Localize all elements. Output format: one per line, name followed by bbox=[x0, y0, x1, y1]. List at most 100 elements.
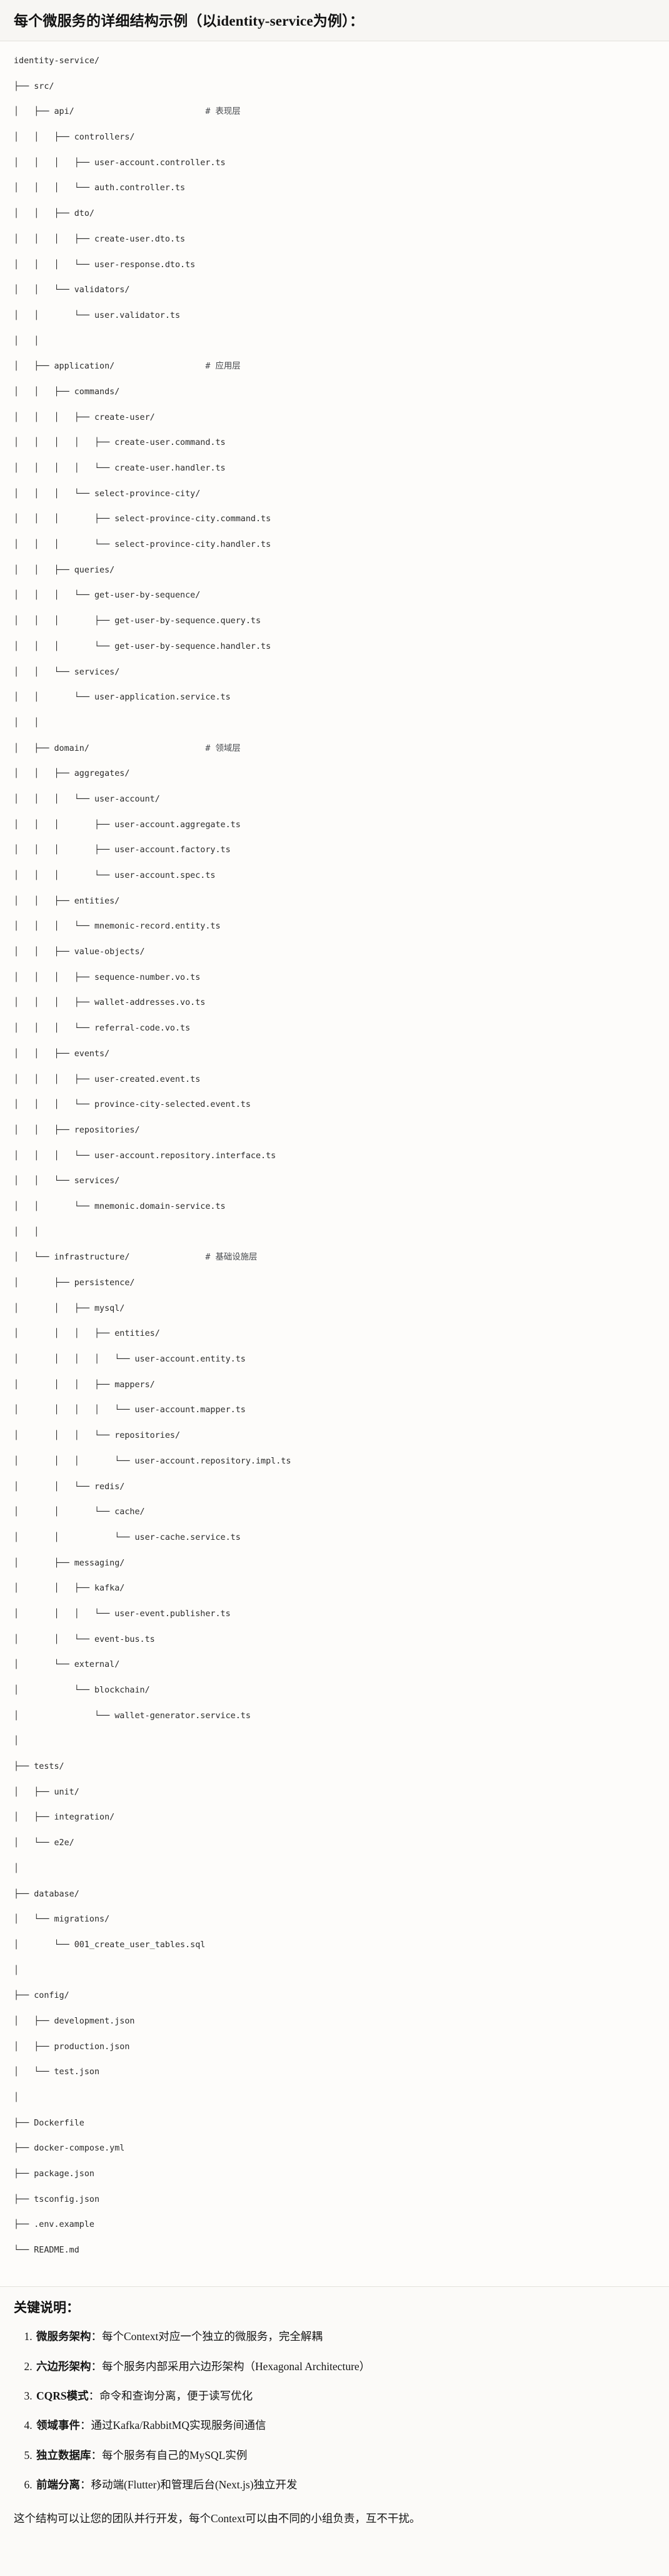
tree-line: │ ├── integration/ bbox=[14, 1813, 115, 1823]
footer-block: 这个结构可以让您的团队并行开发，每个Context可以由不同的小组负责，互不干扰… bbox=[0, 2500, 669, 2541]
tree-line: │ │ │ └── user-event.publisher.ts bbox=[14, 1609, 231, 1619]
tree-line: │ ├── persistence/ bbox=[14, 1278, 135, 1288]
tree-line: ├── Dockerfile bbox=[14, 2118, 84, 2128]
tree-line: │ │ └── services/ bbox=[14, 667, 120, 677]
tree-line: │ │ ├── repositories/ bbox=[14, 1125, 140, 1135]
tree-line: ├── config/ bbox=[14, 1991, 69, 2001]
key-note-item: 独立数据库：每个服务有自己的MySQL实例 bbox=[35, 2448, 655, 2463]
key-notes-list: 微服务架构：每个Context对应一个独立的微服务，完全解耦六边形架构：每个服务… bbox=[14, 2329, 655, 2493]
key-notes-block: 关键说明： 微服务架构：每个Context对应一个独立的微服务，完全解耦六边形架… bbox=[0, 2286, 669, 2501]
tree-line: │ ├── messaging/ bbox=[14, 1558, 125, 1568]
key-note-description: 移动端(Flutter)和管理后台(Next.js)独立开发 bbox=[91, 2478, 298, 2492]
tree-line: │ │ └── user.validator.ts bbox=[14, 310, 181, 320]
tree-line: │ │ │ ├── select-province-city.command.t… bbox=[14, 514, 271, 524]
tree-line: │ │ │ │ ├── create-user.command.ts bbox=[14, 438, 226, 448]
tree-line: ├── package.json bbox=[14, 2169, 94, 2179]
tree-line: │ │ └── user-cache.service.ts bbox=[14, 1532, 241, 1542]
tree-line: │ ├── domain/ # 领域层 bbox=[14, 743, 655, 755]
tree-node-label: │ └── infrastructure/ bbox=[14, 1253, 206, 1263]
key-note-separator: ： bbox=[91, 2448, 103, 2461]
tree-line: │ │ │ └── select-province-city.handler.t… bbox=[14, 540, 271, 550]
tree-line: │ bbox=[14, 2093, 19, 2103]
tree-line: │ │ │ ├── entities/ bbox=[14, 1329, 160, 1339]
tree-line: │ │ │ ├── wallet-addresses.vo.ts bbox=[14, 998, 206, 1008]
tree-line: │ │ ├── commands/ bbox=[14, 387, 120, 397]
tree-line: │ │ ├── value-objects/ bbox=[14, 947, 145, 957]
header-band: 每个微服务的详细结构示例（以identity-service为例）： bbox=[0, 0, 669, 42]
tree-line: │ │ │ ├── user-account.factory.ts bbox=[14, 845, 231, 855]
tree-line: │ │ │ ├── user-account.controller.ts bbox=[14, 158, 226, 168]
tree-node-label: │ ├── domain/ bbox=[14, 743, 206, 753]
tree-line: │ │ ├── mysql/ bbox=[14, 1303, 125, 1313]
tree-line: │ └── e2e/ bbox=[14, 1838, 74, 1848]
tree-line: │ │ │ └── get-user-by-sequence.handler.t… bbox=[14, 641, 271, 651]
tree-line: │ │ │ ├── create-user.dto.ts bbox=[14, 234, 186, 244]
key-note-term: 微服务架构 bbox=[36, 2330, 91, 2343]
tree-line: │ │ │ └── get-user-by-sequence/ bbox=[14, 591, 201, 601]
tree-line: │ │ └── services/ bbox=[14, 1176, 120, 1186]
tree-line: │ │ │ └── mnemonic-record.entity.ts bbox=[14, 922, 221, 932]
tree-line: │ └── infrastructure/ # 基础设施层 bbox=[14, 1251, 655, 1264]
tree-line: │ │ │ └── user-account.repository.impl.t… bbox=[14, 1456, 291, 1466]
tree-line: │ bbox=[14, 1863, 19, 1873]
tree-line: │ │ ├── dto/ bbox=[14, 209, 94, 219]
key-note-item: CQRS模式：命令和查询分离，便于读写优化 bbox=[35, 2388, 655, 2404]
tree-line: │ │ bbox=[14, 1227, 39, 1237]
tree-line: │ │ bbox=[14, 336, 39, 346]
key-note-term: CQRS模式 bbox=[36, 2389, 89, 2402]
tree-line: │ └── migrations/ bbox=[14, 1915, 110, 1925]
tree-line: │ ├── development.json bbox=[14, 2016, 135, 2026]
key-note-item: 微服务架构：每个Context对应一个独立的微服务，完全解耦 bbox=[35, 2329, 655, 2344]
tree-line: │ ├── api/ # 表现层 bbox=[14, 106, 655, 118]
directory-tree-block: identity-service/ ├── src/ │ ├── api/ # … bbox=[0, 41, 669, 2287]
key-note-description: 每个Context对应一个独立的微服务，完全解耦 bbox=[102, 2330, 323, 2343]
key-note-term: 六边形架构 bbox=[36, 2360, 91, 2373]
tree-line: │ │ │ ├── sequence-number.vo.ts bbox=[14, 972, 201, 982]
tree-line: │ bbox=[14, 1965, 19, 1975]
key-note-separator: ： bbox=[88, 2389, 100, 2402]
tree-line: │ │ │ └── user-account.repository.interf… bbox=[14, 1151, 276, 1161]
key-note-description: 每个服务有自己的MySQL实例 bbox=[102, 2448, 248, 2461]
key-note-description: 每个服务内部采用六边形架构（Hexagonal Architecture） bbox=[102, 2360, 371, 2373]
tree-line: │ │ │ └── user-response.dto.ts bbox=[14, 260, 196, 270]
key-notes-heading: 关键说明： bbox=[14, 2299, 79, 2315]
tree-line: │ └── wallet-generator.service.ts bbox=[14, 1711, 251, 1721]
tree-layer-comment: # 基础设施层 bbox=[205, 1253, 258, 1263]
tree-line: │ ├── application/ # 应用层 bbox=[14, 360, 655, 373]
tree-node-label: │ ├── api/ bbox=[14, 107, 206, 117]
tree-line: │ │ │ ├── user-created.event.ts bbox=[14, 1074, 201, 1084]
key-note-separator: ： bbox=[91, 2330, 103, 2343]
tree-line: ├── .env.example bbox=[14, 2220, 94, 2230]
tree-line: │ │ │ └── referral-code.vo.ts bbox=[14, 1024, 191, 1034]
tree-line: │ │ │ └── user-account.spec.ts bbox=[14, 871, 216, 881]
tree-line: │ │ bbox=[14, 718, 39, 728]
tree-line: │ bbox=[14, 1736, 19, 1746]
tree-layer-comment: # 领域层 bbox=[205, 743, 241, 753]
tree-line: │ │ └── event-bus.ts bbox=[14, 1634, 155, 1644]
tree-line: │ │ │ ├── create-user/ bbox=[14, 412, 155, 422]
tree-line: │ │ ├── entities/ bbox=[14, 896, 120, 906]
tree-line: │ │ ├── controllers/ bbox=[14, 133, 135, 143]
key-note-term: 前端分离 bbox=[36, 2478, 80, 2492]
tree-line: │ │ │ ├── get-user-by-sequence.query.ts bbox=[14, 616, 261, 626]
tree-line: │ │ └── redis/ bbox=[14, 1482, 125, 1492]
tree-line: identity-service/ bbox=[14, 56, 100, 66]
tree-line: │ │ ├── events/ bbox=[14, 1049, 110, 1059]
tree-line: │ │ │ │ └── user-account.entity.ts bbox=[14, 1355, 246, 1365]
tree-line: │ │ ├── queries/ bbox=[14, 565, 115, 575]
tree-line: │ │ │ └── select-province-city/ bbox=[14, 489, 201, 499]
tree-line: └── README.md bbox=[14, 2246, 79, 2256]
tree-line: │ ├── unit/ bbox=[14, 1787, 79, 1797]
tree-line: │ │ ├── aggregates/ bbox=[14, 769, 130, 779]
key-note-term: 领域事件 bbox=[36, 2419, 80, 2432]
tree-node-label: │ ├── application/ bbox=[14, 362, 206, 372]
tree-line: │ │ │ └── repositories/ bbox=[14, 1431, 181, 1441]
tree-line: │ │ │ │ └── user-account.mapper.ts bbox=[14, 1405, 246, 1415]
tree-line: │ └── 001_create_user_tables.sql bbox=[14, 1940, 206, 1950]
page-title: 每个微服务的详细结构示例（以identity-service为例）： bbox=[14, 13, 365, 29]
tree-line: │ └── external/ bbox=[14, 1660, 120, 1670]
key-note-item: 六边形架构：每个服务内部采用六边形架构（Hexagonal Architectu… bbox=[35, 2359, 655, 2375]
tree-line: │ │ │ ├── user-account.aggregate.ts bbox=[14, 820, 241, 830]
tree-line: │ └── blockchain/ bbox=[14, 1686, 150, 1696]
